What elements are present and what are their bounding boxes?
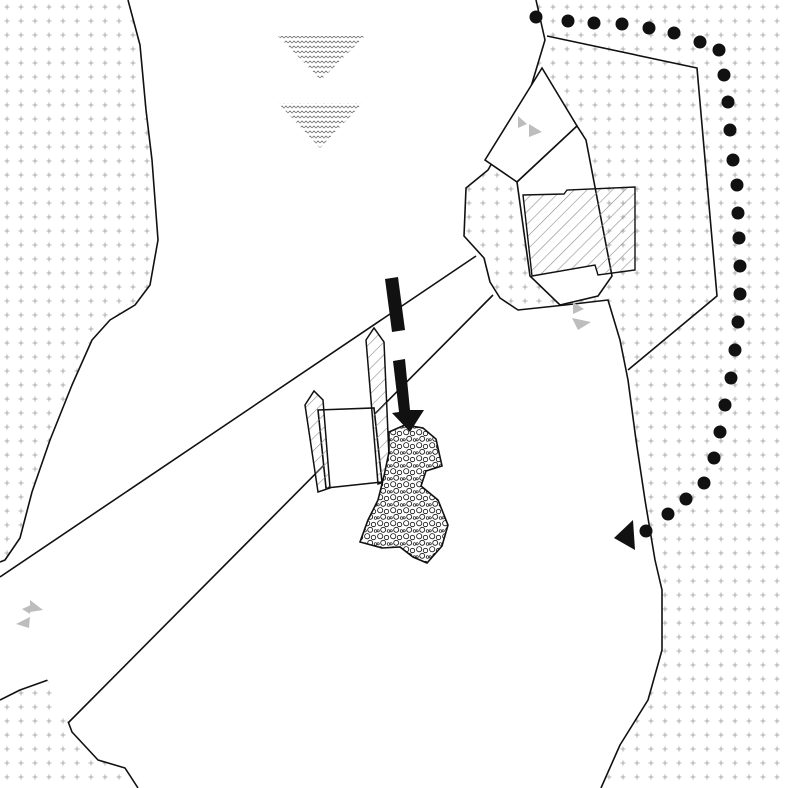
building-parcels [483,35,718,371]
route-dot [733,259,747,273]
causeway-edge-lower [67,294,494,724]
route-dot [561,14,575,28]
route-dots [529,10,747,538]
route-dot [733,287,747,301]
property-boundary [546,35,718,371]
zigzag-triangle-icon [278,103,363,148]
route-dot [587,16,601,30]
hatched-building [522,186,636,277]
right-gate-post [365,326,391,486]
dotted-route [529,10,747,550]
double-triangle-icon [518,116,542,137]
black-bar-arrow [385,277,405,332]
route-dot [723,123,737,137]
route-dot [728,343,742,357]
route-dot [726,153,740,167]
route-dot [697,476,711,490]
route-dot [713,425,727,439]
route-dot [731,315,745,329]
route-dot [717,68,731,82]
double-triangle-icon [572,302,591,330]
flow-direction-markers [16,116,591,628]
route-dot [707,451,721,465]
double-triangle-icon [16,600,43,628]
route-dot [721,95,735,109]
route-dot [667,26,681,40]
left-bank-land [0,0,158,562]
left-gate-post [304,389,331,493]
route-dot [718,398,732,412]
route-arrowhead-icon [614,520,635,550]
route-dot [615,17,629,31]
route-dot [731,206,745,220]
route-dot [693,35,707,49]
movement-arrows [385,277,424,432]
left-shoreline [0,0,159,563]
route-dot [679,492,693,506]
route-dot [661,507,675,521]
water-flow-markers [278,36,365,148]
pier-structure [304,326,391,493]
bottom-left-land [0,680,138,788]
route-dot [724,371,738,385]
route-dot [639,524,653,538]
route-dot [732,231,746,245]
route-dot [712,43,726,57]
route-dot [642,21,656,35]
zigzag-triangle-icon [278,36,365,80]
black-down-arrow-icon [392,359,424,432]
route-dot [529,10,543,24]
route-dot [730,178,744,192]
rubble-mound [358,424,449,564]
